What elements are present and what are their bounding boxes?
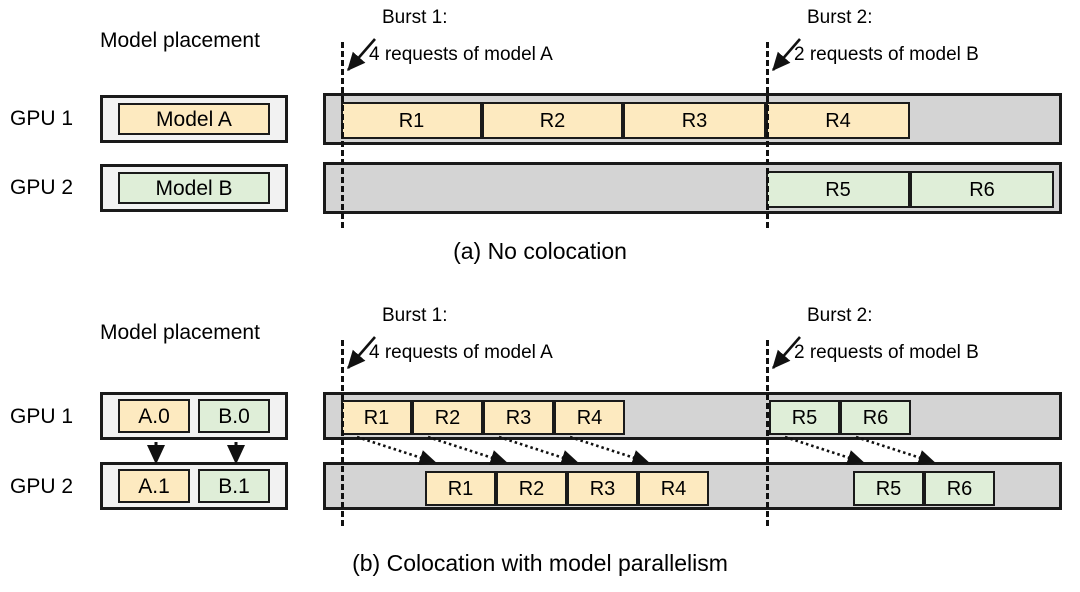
- burst-2-subtitle-b: 2 requests of model B: [794, 342, 979, 363]
- gpu-label-a-1: GPU 1: [10, 107, 74, 130]
- request-block-b-g2-r6: R6: [924, 471, 995, 506]
- burst-1-divider-a: [341, 42, 344, 228]
- request-block-b-g2-r5: R5: [853, 471, 924, 506]
- timeline-track-a-gpu2: R5 R6: [323, 162, 1062, 214]
- request-block-b-g2-r3: R3: [567, 471, 638, 506]
- panel-colocation-model-parallelism: Model placement GPU 1 GPU 2 A.0 B.0 A.1 …: [0, 296, 1080, 592]
- placement-chip-model-b: Model B: [118, 172, 270, 204]
- request-block-b-g1-r3: R3: [483, 400, 554, 435]
- placement-box-b-gpu1: A.0 B.0: [100, 392, 288, 440]
- request-block-b-g1-r1: R1: [341, 400, 412, 435]
- request-block-b-g2-r2: R2: [496, 471, 567, 506]
- burst-2-divider-a: [766, 42, 769, 228]
- request-block-b-g2-r4: R4: [638, 471, 709, 506]
- burst-2-divider-b: [766, 340, 769, 526]
- request-block-b-g1-r2: R2: [412, 400, 483, 435]
- placement-title-a: Model placement: [100, 29, 260, 52]
- request-block-a-g2-r5: R5: [766, 171, 910, 208]
- request-block-a-g2-r6: R6: [910, 171, 1054, 208]
- request-block-b-g1-r5: R5: [769, 400, 840, 435]
- burst-1-title-b: Burst 1:: [382, 305, 448, 326]
- burst-1-divider-b: [341, 340, 344, 526]
- request-block-a-g1-r3: R3: [623, 102, 766, 139]
- placement-chip-model-a: Model A: [118, 103, 270, 135]
- placement-chip-b0: B.0: [198, 399, 270, 433]
- gpu-label-a-2: GPU 2: [10, 176, 74, 199]
- gpu-label-b-2: GPU 2: [10, 475, 74, 498]
- request-block-b-g1-r4: R4: [554, 400, 625, 435]
- timeline-track-b-gpu2: R1 R2 R3 R4 R5 R6: [323, 462, 1062, 510]
- burst-2-title-a: Burst 2:: [807, 7, 873, 28]
- caption-a: (a) No colocation: [453, 238, 627, 264]
- panel-no-colocation: Model placement GPU 1 GPU 2 Model A Mode…: [10, 7, 1062, 264]
- gpu-label-b-1: GPU 1: [10, 405, 74, 428]
- request-block-a-g1-r2: R2: [482, 102, 623, 139]
- caption-b: (b) Colocation with model parallelism: [352, 550, 728, 576]
- placement-box-b-gpu2: A.1 B.1: [100, 462, 288, 510]
- request-block-b-g1-r6: R6: [840, 400, 911, 435]
- request-block-a-g1-r4: R4: [766, 102, 910, 139]
- burst-2-subtitle-a: 2 requests of model B: [794, 44, 979, 65]
- request-block-b-g2-r1: R1: [425, 471, 496, 506]
- placement-chip-b1: B.1: [198, 469, 270, 503]
- burst-1-subtitle-a: 4 requests of model A: [369, 44, 553, 65]
- burst-1-title-a: Burst 1:: [382, 7, 448, 28]
- placement-chip-a0: A.0: [118, 399, 190, 433]
- placement-box-a-gpu1: Model A: [100, 95, 288, 143]
- request-block-a-g1-r1: R1: [341, 102, 482, 139]
- timeline-track-a-gpu1: R1 R2 R3 R4: [323, 93, 1062, 145]
- placement-box-a-gpu2: Model B: [100, 164, 288, 212]
- burst-1-subtitle-b: 4 requests of model A: [369, 342, 553, 363]
- placement-chip-a1: A.1: [118, 469, 190, 503]
- placement-title-b: Model placement: [100, 321, 260, 344]
- timeline-track-b-gpu1: R1 R2 R3 R4 R5 R6: [323, 392, 1062, 440]
- burst-2-title-b: Burst 2:: [807, 305, 873, 326]
